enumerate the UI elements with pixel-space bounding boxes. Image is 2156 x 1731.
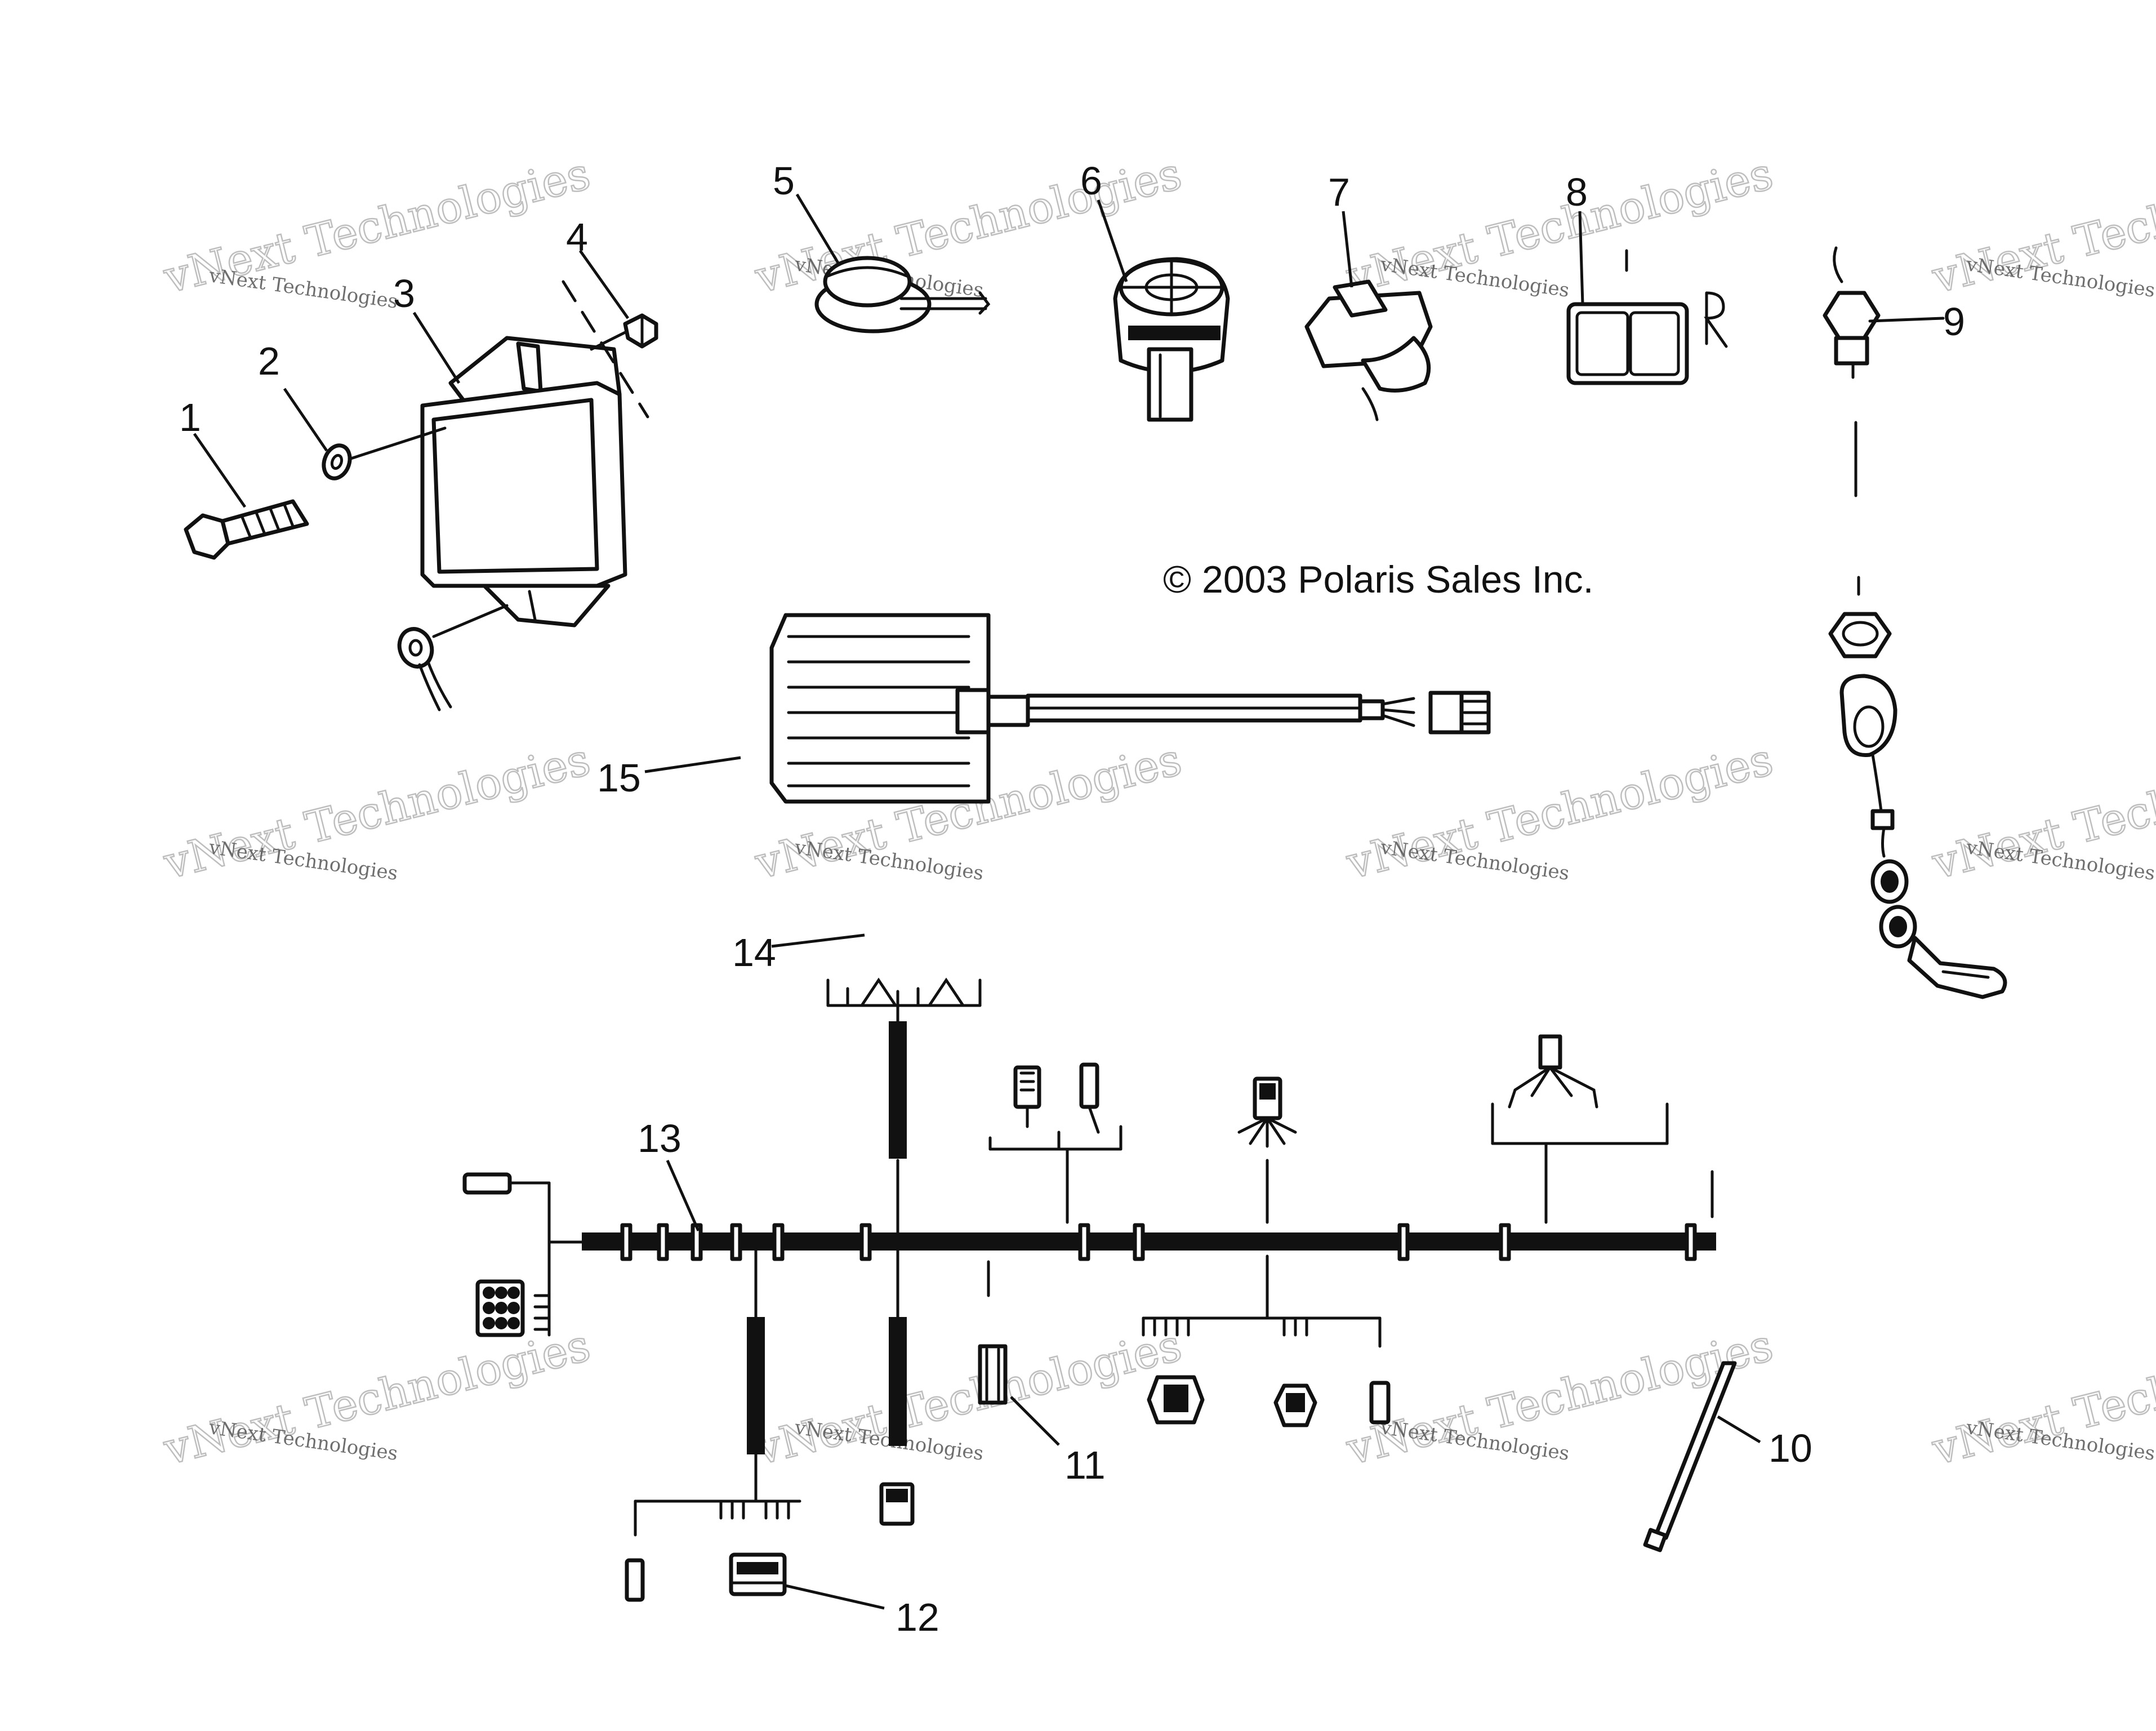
leader-lines (193, 193, 1761, 1610)
callout-14: 14 (732, 931, 776, 974)
callout-10: 10 (1769, 1426, 1812, 1470)
part-2-washer[interactable] (319, 442, 354, 482)
part-7-switch[interactable] (1304, 279, 1433, 421)
callout-13: 13 (638, 1116, 681, 1160)
part-3-module[interactable] (394, 336, 627, 711)
callout-5: 5 (773, 159, 795, 203)
part-4-nut[interactable] (348, 280, 658, 461)
callout-7: 7 (1328, 170, 1350, 214)
callout-8: 8 (1566, 170, 1588, 214)
callout-12: 12 (896, 1595, 939, 1639)
part-13-wiring-harness[interactable] (462, 977, 1716, 1602)
callout-11: 11 (1064, 1443, 1106, 1487)
part-8-relay[interactable] (1566, 249, 1728, 385)
copyright-notice: © 2003 Polaris Sales Inc. (1163, 558, 1594, 601)
part-10-cable-tie[interactable] (1643, 1361, 1737, 1552)
callout-3: 3 (393, 272, 415, 315)
callout-9: 9 (1943, 300, 1965, 344)
part-1-bolt[interactable] (184, 499, 309, 560)
callout-2: 2 (258, 339, 280, 383)
watermark-small: vNext Technologies (207, 264, 399, 313)
part-9-switch-assembly[interactable] (1823, 246, 2007, 999)
part-5-sensor[interactable] (814, 256, 991, 333)
callout-1: 1 (179, 395, 201, 439)
callout-4: 4 (566, 215, 588, 259)
callout-labels: 1 2 3 4 5 6 7 8 9 10 11 12 13 14 15 (179, 159, 1965, 1639)
part-6-switch[interactable] (1113, 257, 1230, 422)
part-15-heater[interactable] (769, 613, 1491, 804)
callout-15: 15 (597, 756, 641, 800)
callout-6: 6 (1080, 159, 1102, 203)
